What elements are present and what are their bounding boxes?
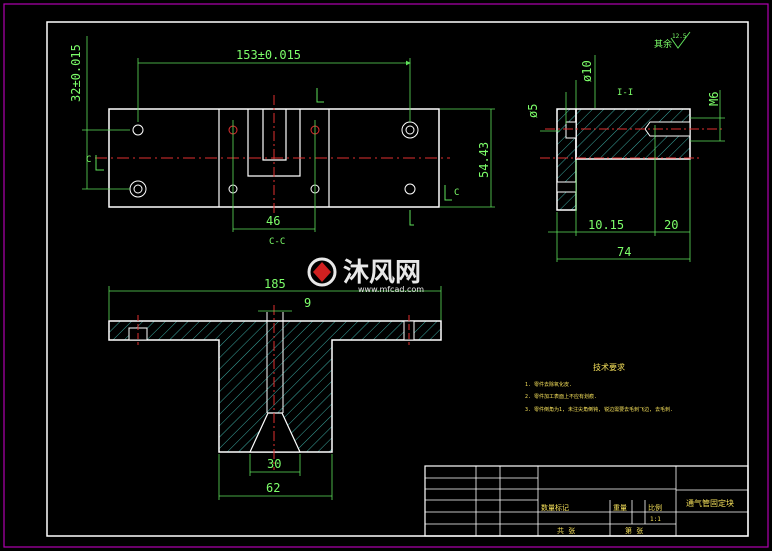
watermark-url: www.mfcad.com <box>358 285 424 294</box>
side-view: ø5 ø10 M6 10.15 20 74 I-I 其余 12.5 <box>526 31 725 262</box>
scale-value: 1:1 <box>650 516 661 523</box>
section-mark-side: I-I <box>617 88 633 98</box>
dim-length-label: 153±0.015 <box>236 48 301 62</box>
outer-frame <box>3 3 769 548</box>
dim-slot-label: 46 <box>266 214 280 228</box>
section-label: C-C <box>269 237 285 247</box>
dim-bottom-inner: 30 <box>267 457 281 471</box>
mount-hole <box>404 183 416 195</box>
watermark: 沐风网 www.mfcad.com <box>307 257 424 294</box>
mount-hole <box>132 124 144 136</box>
top-view: 153±0.015 32±0.015 54.43 46 C-C C C <box>69 36 495 247</box>
tech-item: 3. 零件倒角为1, 未注尖角倒钝, 锐边需要去毛刺飞边, 去毛刺. <box>525 406 673 413</box>
mount-hole <box>401 121 419 139</box>
dim-total-label: 74 <box>617 245 631 259</box>
dim-dia-small: ø5 <box>526 104 540 118</box>
part-name: 通气管固定块 <box>686 498 734 508</box>
tech-heading: 技术要求 <box>593 362 625 372</box>
material-label: 数量标记 <box>541 503 569 512</box>
scale-label: 比例 <box>648 503 662 512</box>
dim-dia-large: ø10 <box>580 60 594 82</box>
front-view-cone <box>249 412 301 453</box>
dim-vertical-label: 32±0.015 <box>69 44 83 102</box>
watermark-brand: 沐风网 <box>343 258 421 288</box>
front-view: 185 9 30 62 <box>108 277 442 500</box>
sheet-total: 共 张 <box>557 526 575 535</box>
dim-total-width: 185 <box>264 277 286 291</box>
roughness-symbol <box>670 31 691 49</box>
dim-slot-width: 9 <box>304 296 311 310</box>
section-mark-left: C <box>86 155 91 165</box>
dim-b-label: 20 <box>664 218 678 232</box>
roughness-label: 其余 <box>654 38 672 50</box>
mass-label: 重量 <box>613 504 627 512</box>
tech-requirements: 技术要求 1. 零件去除氧化皮. 2. 零件加工表面上不应有划痕. 3. 零件倒… <box>525 362 673 413</box>
dim-height-label: 54.43 <box>477 142 491 178</box>
roughness-value: 12.5 <box>672 33 687 40</box>
title-block: 数量标记 重量 比例 1:1 共 张 第 张 通气管固定块 <box>424 465 749 537</box>
dim-thread: M6 <box>707 92 721 106</box>
sheet-no: 第 张 <box>625 526 643 535</box>
tech-item: 1. 零件去除氧化皮. <box>525 381 572 388</box>
dim-a-label: 10.15 <box>588 218 624 232</box>
inner-frame <box>46 21 749 537</box>
tech-item: 2. 零件加工表面上不应有划痕. <box>525 393 597 400</box>
section-mark-right: C <box>454 188 459 198</box>
mount-hole <box>129 180 147 198</box>
dim-bottom-outer: 62 <box>266 481 280 495</box>
